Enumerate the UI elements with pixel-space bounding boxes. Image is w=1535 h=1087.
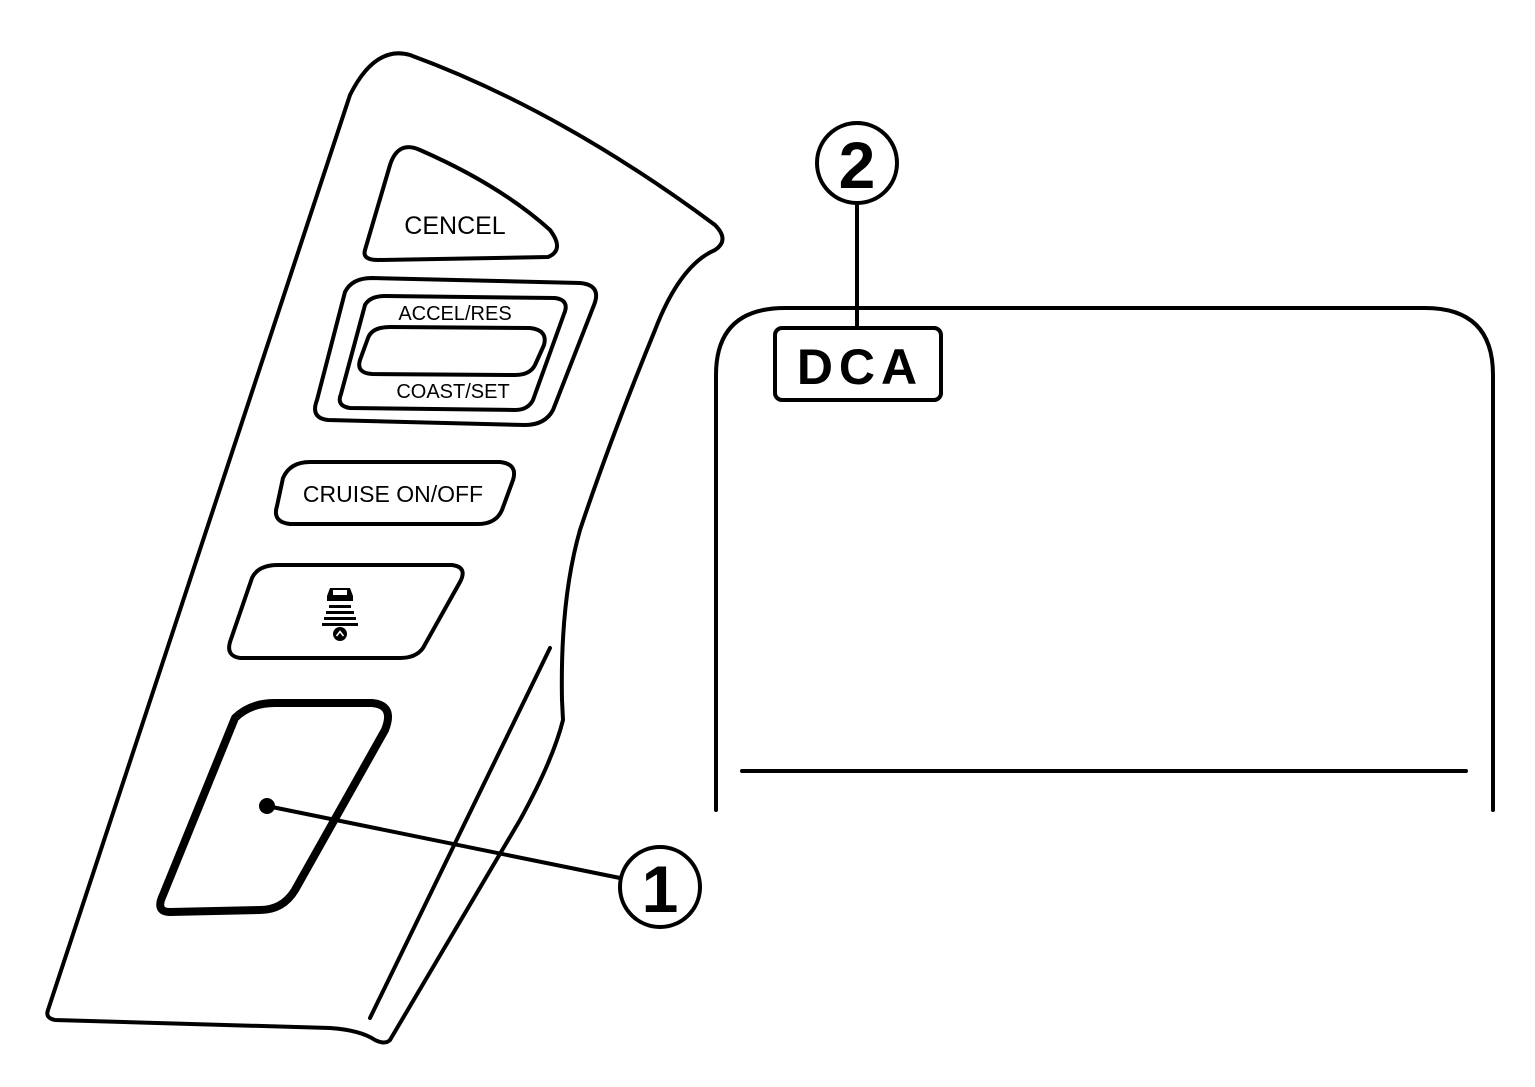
accel-coast-inner-frame (337, 294, 568, 412)
dca-indicator: DCA (773, 326, 943, 402)
accel-coast-switch[interactable]: ACCEL/RES COAST/SET (313, 276, 599, 427)
coast-set-label: COAST/SET (396, 381, 509, 403)
cruise-on-off-button[interactable]: CRUISE ON/OFF (273, 460, 517, 526)
callout-2-number: 2 (839, 128, 876, 202)
distance-switch[interactable] (227, 563, 465, 660)
callout-2: 2 (815, 121, 899, 205)
callout-1-number: 1 (642, 852, 679, 926)
callout-1-leader (265, 804, 622, 880)
distance-switch-outline (227, 563, 465, 660)
cruise-button-outline (273, 460, 517, 526)
cancel-button-label: CENCEL (404, 212, 506, 240)
dca-switch-outline (156, 699, 392, 916)
accel-res-label: ACCEL/RES (398, 303, 511, 325)
switch-panel-housing (45, 51, 725, 1045)
accel-coast-outer-frame (313, 276, 599, 427)
callout-2-circle (815, 121, 899, 205)
panel-edge-line (368, 646, 552, 1020)
callout-1-circle (618, 845, 702, 929)
cancel-button[interactable]: CENCEL (362, 145, 559, 262)
callout-1: 1 (618, 845, 702, 929)
vehicle-distance-icon (322, 588, 358, 641)
cruise-button-label: CRUISE ON/OFF (303, 481, 483, 507)
dca-indicator-label: DCA (797, 339, 923, 395)
accel-coast-rocker-key (357, 325, 547, 377)
cancel-button-outline (362, 145, 559, 262)
meter-display-outline (714, 306, 1495, 812)
